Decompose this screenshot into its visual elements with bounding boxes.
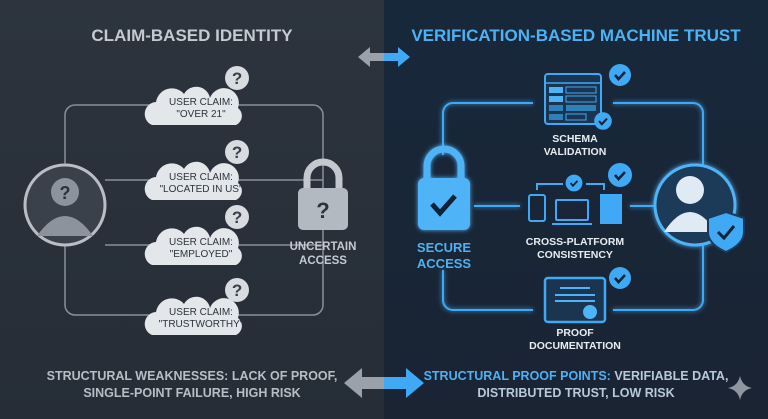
claim-value: "LOCATED IN US" xyxy=(159,184,243,195)
claim-cloud-trustworthy: USER CLAIM:"TRUSTWORTHY" xyxy=(146,298,256,340)
right-connector-lines xyxy=(442,102,704,311)
claim-cloud-located: USER CLAIM:"LOCATED IN US" xyxy=(146,163,256,205)
claim-label: USER CLAIM: xyxy=(169,172,233,183)
unknown-user-icon: ? xyxy=(23,163,107,247)
top-double-arrow-icon xyxy=(358,47,410,67)
svg-text:?: ? xyxy=(60,183,71,203)
secure-lock-icon xyxy=(418,145,470,230)
right-title: VERIFICATION-BASED MACHINE TRUST xyxy=(411,26,741,45)
proof-document-icon xyxy=(543,265,633,324)
svg-text:?: ? xyxy=(316,198,329,223)
verified-user-icon xyxy=(653,163,745,254)
claim-value: "TRUSTWORTHY" xyxy=(158,319,244,330)
schema-validation-icon xyxy=(544,62,633,131)
cross-platform-devices-icon xyxy=(528,162,633,225)
claim-value: "EMPLOYED" xyxy=(169,249,233,260)
left-footer: STRUCTURAL WEAKNESSES: LACK OF PROOF,SIN… xyxy=(46,369,338,400)
claim-cloud-employed: USER CLAIM:"EMPLOYED" xyxy=(146,228,256,270)
claim-clouds xyxy=(144,66,249,335)
claim-cloud-over-21: USER CLAIM:"OVER 21" xyxy=(146,88,256,130)
uncertain-lock-icon: ? xyxy=(298,158,348,230)
sparkle-icon xyxy=(728,376,752,400)
right-footer: STRUCTURAL PROOF POINTS: VERIFIABLE DATA… xyxy=(423,369,729,400)
left-title: CLAIM-BASED IDENTITY xyxy=(91,26,293,45)
claim-label: USER CLAIM: xyxy=(169,97,233,108)
bottom-double-arrow-icon xyxy=(344,368,424,398)
claim-label: USER CLAIM: xyxy=(169,307,233,318)
claim-value: "OVER 21" xyxy=(176,109,226,120)
claim-label: USER CLAIM: xyxy=(169,237,233,248)
